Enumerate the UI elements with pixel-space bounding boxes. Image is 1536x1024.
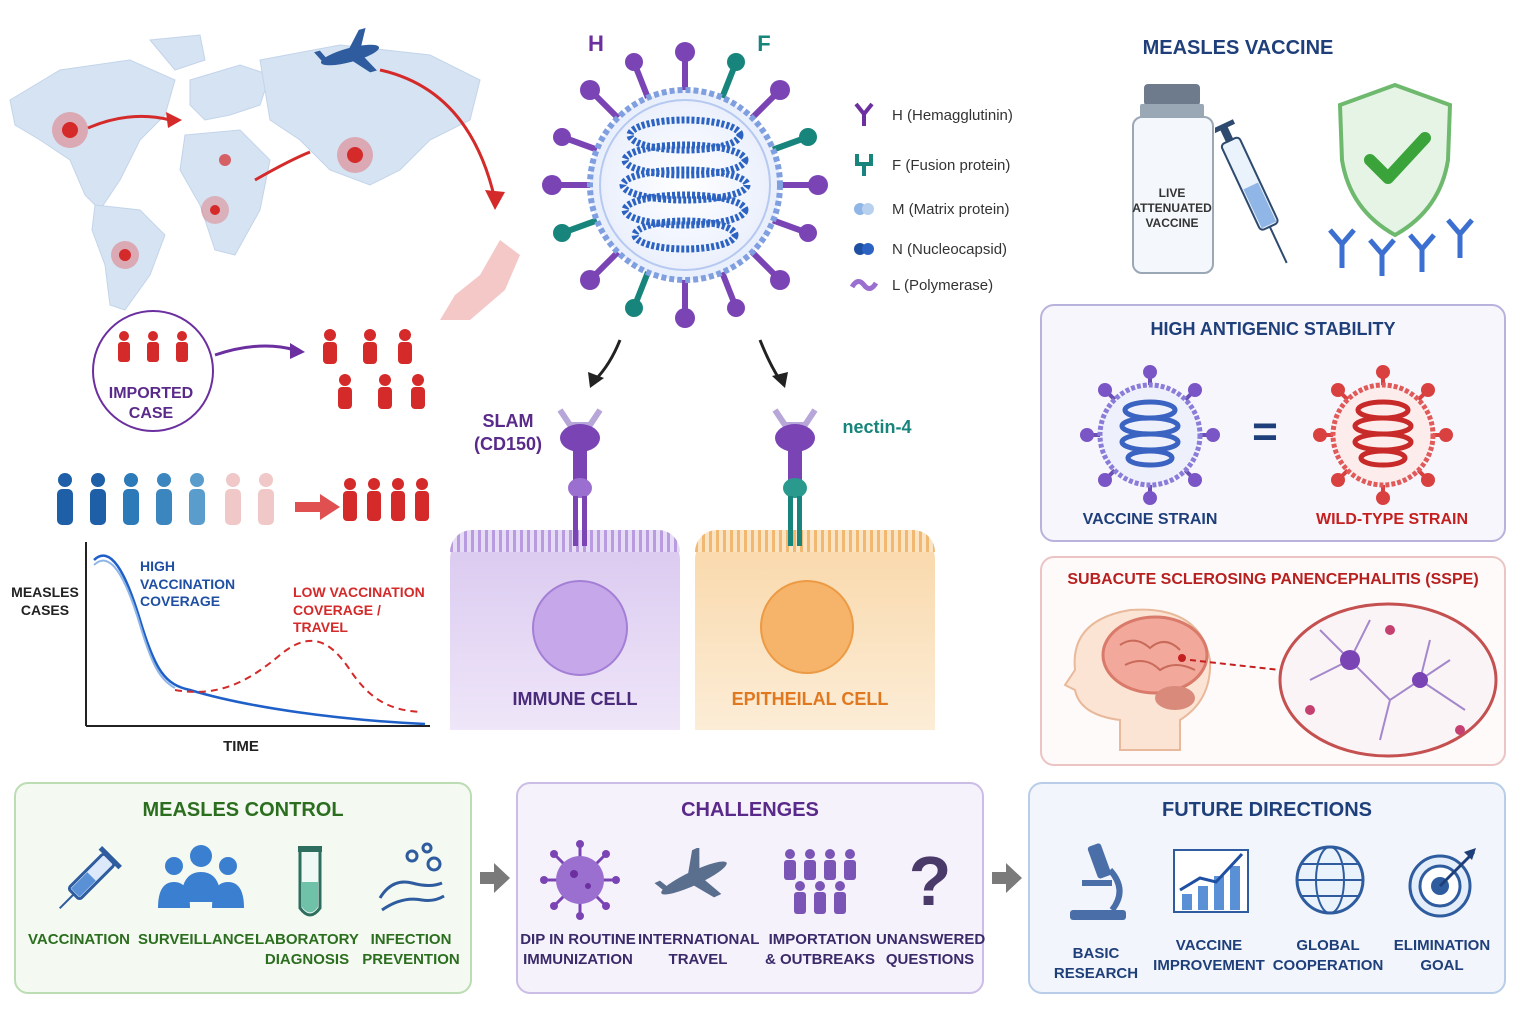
- imported-case-label: IMPORTED CASE: [108, 385, 194, 422]
- l-protein-icon: [850, 274, 878, 296]
- vaccination-syringe-icon: [59, 846, 122, 909]
- import-arrow: [214, 343, 305, 359]
- epithelial-cell: [695, 530, 935, 730]
- handwashing-icon: [378, 842, 445, 912]
- imported-case-circle: [92, 310, 214, 432]
- m-protein-icon: [850, 198, 878, 220]
- europe-map: [189, 64, 271, 121]
- epithelial-nucleus: [760, 580, 854, 674]
- stability-title: HIGH ANTIGENIC STABILITY: [1150, 319, 1396, 339]
- vial-label: LIVE ATTENUATED VACCINE: [1132, 186, 1212, 230]
- graph-high-label: HIGH VACCINATION COVERAGE: [140, 558, 236, 609]
- challenge-item-travel: INTERNATIONAL TRAVEL: [638, 931, 760, 969]
- vaccine-vial: [1132, 84, 1214, 274]
- surveillance-people-icon: [158, 845, 244, 908]
- challenge-item-importation: IMPORTATION & OUTBREAKS: [764, 931, 875, 969]
- nectin-label: nectin-4: [842, 417, 912, 437]
- syringe-icon: [1215, 119, 1288, 264]
- legend-m: M (Matrix protein): [850, 198, 1010, 220]
- question-mark-icon: ?: [908, 842, 952, 920]
- future-item-vaccine-improvement: VACCINE IMPROVEMENT: [1153, 937, 1265, 975]
- improvement-chart-icon: [1173, 849, 1249, 913]
- virus-spikes: [542, 42, 828, 328]
- control-item-vaccination: VACCINATION: [28, 931, 130, 948]
- legend-n-label: N (Nucleocapsid): [892, 240, 1008, 258]
- challenge-item-questions: UNANSWERED QUESTIONS: [876, 931, 986, 969]
- immune-cell-label: IMMUNE CELL: [512, 689, 638, 709]
- challenges-title: CHALLENGES: [681, 799, 819, 821]
- head-brain-icon: [1063, 608, 1212, 751]
- future-item-global-cooperation: GLOBAL COOPERATION: [1272, 937, 1384, 975]
- outbreak-group-icon: [784, 849, 856, 914]
- control-title: MEASLES CONTROL: [142, 799, 344, 821]
- legend-h: H (Hemagglutinin): [850, 102, 1013, 126]
- neurons-zoom-icon: [1189, 602, 1498, 758]
- airplane-icon: [314, 28, 380, 73]
- shield-check-icon: [1337, 82, 1453, 238]
- vaccine-title: MEASLES VACCINE: [1142, 37, 1334, 59]
- asia-map: [259, 44, 481, 186]
- virus-icon: [540, 840, 620, 920]
- vaccine-strain-virus-icon: [1080, 365, 1220, 505]
- equals-sign: =: [1252, 407, 1278, 456]
- slam-receptor-icon: [557, 408, 603, 546]
- arrow-right-icon: [480, 863, 510, 893]
- outbreak-people-icon: [323, 329, 425, 409]
- measles-cases-graph: [85, 542, 430, 727]
- slam-label: SLAM (CD150): [473, 411, 543, 454]
- graph-ylabel: MEASLES CASES: [11, 584, 79, 618]
- future-item-basic-research: BASIC RESEARCH: [1053, 945, 1139, 983]
- antibodies-icon: [1328, 218, 1474, 276]
- japan-map: [440, 240, 520, 320]
- greenland-map: [149, 34, 206, 71]
- legend-l-label: L (Polymerase): [892, 276, 994, 294]
- sspe-title: SUBACUTE SCLEROSING PANENCEPHALITIS (SSP…: [1067, 571, 1479, 588]
- f-protein-label: F: [757, 31, 771, 56]
- world-map: [0, 20, 540, 320]
- immune-cell: [450, 530, 680, 730]
- n-protein-icon: [850, 238, 878, 260]
- legend-n: N (Nucleocapsid): [850, 238, 1007, 260]
- measles-control-panel: [14, 782, 472, 994]
- control-item-infection-prevention: INFECTION PREVENTION: [362, 931, 460, 969]
- globe-icon: [1295, 845, 1365, 915]
- legend-m-label: M (Matrix protein): [892, 200, 1010, 218]
- legend-h-label: H (Hemagglutinin): [892, 106, 1013, 124]
- legend-l: L (Polymerase): [850, 274, 993, 296]
- north-america-map: [9, 59, 176, 211]
- vaccine-strain-label: VACCINE STRAIN: [1082, 511, 1218, 528]
- graph-xlabel: TIME: [223, 738, 259, 755]
- low-coverage-curve: [174, 639, 421, 713]
- wild-strain-virus-icon: [1313, 365, 1453, 505]
- high-coverage-curve: [93, 554, 426, 726]
- challenge-item-immunization: DIP IN ROUTINE IMMUNIZATION: [520, 931, 636, 969]
- h-protein-icon: [850, 102, 878, 126]
- h-protein-label: H: [588, 31, 604, 56]
- measles-virus-diagram: [542, 42, 828, 328]
- international-travel-airplane-icon: [654, 848, 727, 898]
- nectin-receptor-icon: [772, 408, 818, 546]
- legend-f-label: F (Fusion protein): [892, 156, 1011, 174]
- future-item-elimination-goal: ELIMINATION GOAL: [1393, 937, 1491, 975]
- target-goal-icon: [1408, 848, 1476, 918]
- arrow-right-icon-2: [992, 863, 1022, 893]
- microscope-icon: [1070, 843, 1126, 920]
- binding-arrows: [588, 339, 788, 388]
- imported-people-icon: [118, 331, 188, 362]
- immune-nucleus: [532, 580, 628, 676]
- f-protein-icon: [850, 154, 878, 176]
- wild-strain-label: WILD-TYPE STRAIN: [1316, 511, 1468, 528]
- epithelial-cell-label: EPITHEILAL CELL: [731, 689, 889, 709]
- africa-map: [179, 129, 271, 256]
- control-item-laboratory: LABORATORY DIAGNOSIS: [255, 931, 359, 969]
- test-tube-icon: [298, 846, 322, 917]
- graph-low-label: LOW VACCINATION COVERAGE / TRAVEL: [293, 584, 425, 635]
- legend-f: F (Fusion protein): [850, 154, 1010, 176]
- nucleocapsid-coil: [619, 116, 751, 253]
- control-item-surveillance: SURVEILLANCE: [138, 931, 255, 948]
- future-title: FUTURE DIRECTIONS: [1162, 799, 1372, 821]
- vaccination-people-row: [57, 473, 429, 525]
- outbreak-hotspots: [52, 112, 373, 269]
